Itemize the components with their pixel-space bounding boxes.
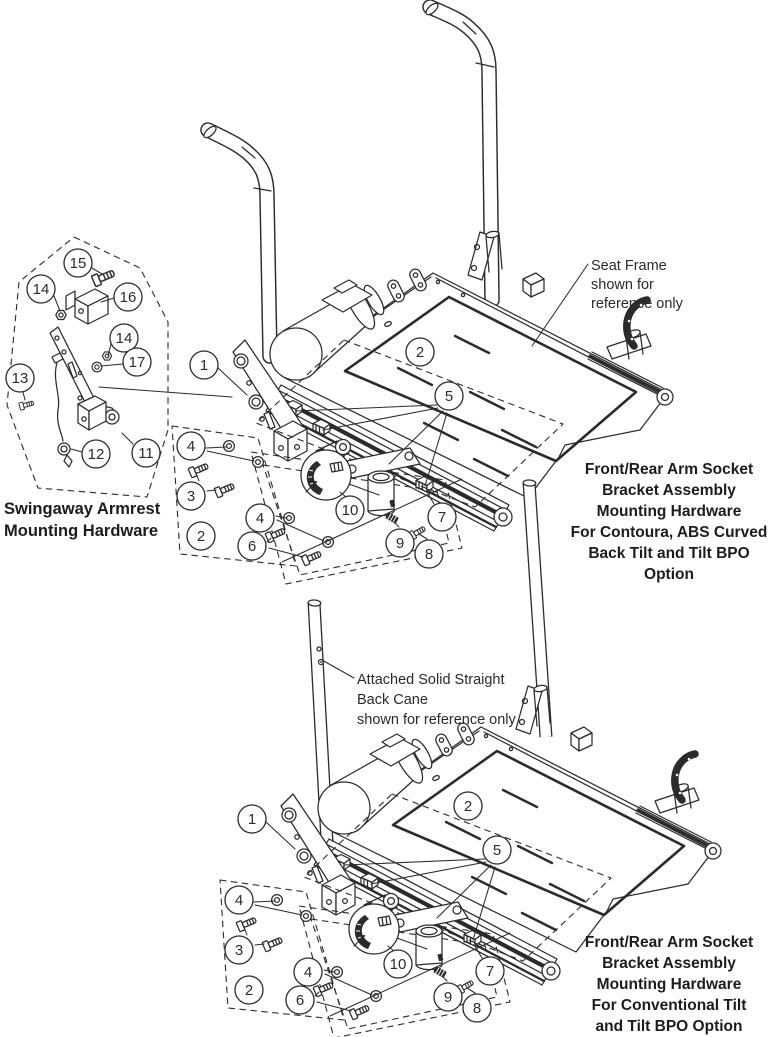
lower-caption-line: For Conventional Tilt bbox=[592, 997, 747, 1014]
callout-number: 4 bbox=[256, 510, 264, 527]
callout-7: 7 bbox=[427, 502, 457, 532]
back-cane-note: Attached Solid Straight Back Cane shown … bbox=[321, 659, 517, 728]
upper-caption-line: For Contoura, ABS Curved bbox=[571, 524, 768, 541]
callout-9: 9 bbox=[433, 982, 463, 1012]
callout-number: 8 bbox=[425, 546, 433, 563]
callout-number: 5 bbox=[445, 388, 453, 405]
swingaway-caption-line: Mounting Hardware bbox=[4, 522, 158, 540]
upper-caption-line: Front/Rear Arm Socket bbox=[585, 461, 753, 478]
lower-back-canes bbox=[307, 479, 553, 843]
callout-1: 1 bbox=[237, 804, 267, 834]
seat-frame-note-line: reference only bbox=[591, 296, 684, 312]
callout-number: 14 bbox=[33, 281, 50, 298]
callout-number: 2 bbox=[197, 528, 205, 545]
callout-4: 4 bbox=[245, 503, 275, 533]
callout-14: 14 bbox=[109, 323, 139, 353]
back-cane-note-line: shown for reference only bbox=[357, 712, 517, 728]
callout-16: 16 bbox=[113, 282, 143, 312]
back-cane-note-line: Back Cane bbox=[357, 692, 428, 708]
lower-caption-line: Front/Rear Arm Socket bbox=[585, 934, 753, 951]
upper-caption-line: Option bbox=[644, 566, 694, 583]
callout-number: 9 bbox=[396, 535, 404, 552]
callout-2: 2 bbox=[186, 521, 216, 551]
callout-number: 3 bbox=[235, 942, 243, 959]
upper-caption-line: Bracket Assembly bbox=[602, 482, 736, 499]
callout-number: 9 bbox=[444, 989, 452, 1006]
callout-2: 2 bbox=[405, 337, 435, 367]
callout-14: 14 bbox=[26, 274, 56, 304]
callout-6: 6 bbox=[285, 985, 315, 1015]
callout-5: 5 bbox=[434, 381, 464, 411]
swingaway-hardware-art bbox=[6, 236, 233, 498]
callout-number: 4 bbox=[235, 892, 243, 909]
upper-caption-line: Mounting Hardware bbox=[597, 503, 742, 520]
callout-4: 4 bbox=[224, 885, 254, 915]
callout-12: 12 bbox=[81, 439, 111, 469]
callout-4: 4 bbox=[293, 957, 323, 987]
callout-9: 9 bbox=[385, 528, 415, 558]
swingaway-caption-line: Swingaway Armrest bbox=[4, 500, 161, 518]
callout-number: 2 bbox=[416, 344, 424, 361]
upper-back-canes bbox=[200, 0, 500, 364]
callout-5: 5 bbox=[482, 835, 512, 865]
callout-3: 3 bbox=[224, 935, 254, 965]
lower-caption: Front/Rear Arm Socket Bracket Assembly M… bbox=[585, 934, 753, 1035]
callout-10: 10 bbox=[383, 949, 413, 979]
callout-3: 3 bbox=[176, 481, 206, 511]
callout-number: 17 bbox=[129, 354, 146, 371]
callout-number: 2 bbox=[464, 798, 472, 815]
lower-caption-line: Mounting Hardware bbox=[597, 976, 742, 993]
callout-number: 2 bbox=[245, 982, 253, 999]
callout-number: 10 bbox=[390, 956, 407, 973]
callout-number: 12 bbox=[88, 446, 105, 463]
callout-number: 15 bbox=[70, 255, 87, 272]
seat-frame-note-line: shown for bbox=[591, 277, 654, 293]
upper-caption-line: Back Tilt and Tilt BPO bbox=[588, 545, 749, 562]
callout-number: 1 bbox=[200, 357, 208, 374]
callout-1: 1 bbox=[189, 350, 219, 380]
callout-number: 6 bbox=[296, 992, 304, 1009]
callout-number: 11 bbox=[138, 445, 154, 462]
callout-4: 4 bbox=[176, 431, 206, 461]
seat-frame-note-line: Seat Frame bbox=[591, 258, 667, 274]
callout-number: 14 bbox=[116, 330, 133, 347]
callout-7: 7 bbox=[475, 956, 505, 986]
callout-2: 2 bbox=[234, 975, 264, 1005]
callout-17: 17 bbox=[122, 347, 152, 377]
callout-number: 1 bbox=[248, 811, 256, 828]
callout-8: 8 bbox=[414, 539, 444, 569]
callout-number: 13 bbox=[12, 370, 29, 387]
callout-number: 8 bbox=[473, 1000, 481, 1017]
callout-11: 11 bbox=[131, 438, 161, 468]
callout-8: 8 bbox=[462, 993, 492, 1023]
callout-number: 10 bbox=[342, 502, 359, 519]
callout-13: 13 bbox=[5, 363, 35, 393]
callout-number: 3 bbox=[187, 488, 195, 505]
callout-number: 7 bbox=[438, 509, 446, 526]
callout-6: 6 bbox=[237, 531, 267, 561]
callout-10: 10 bbox=[335, 495, 365, 525]
callout-2: 2 bbox=[453, 791, 483, 821]
callout-number: 7 bbox=[486, 963, 494, 980]
callout-number: 6 bbox=[248, 538, 256, 555]
seat-frame-note: Seat Frame shown for reference only bbox=[531, 258, 684, 347]
callout-number: 4 bbox=[304, 964, 312, 981]
upper-caption: Front/Rear Arm Socket Bracket Assembly M… bbox=[571, 461, 768, 583]
swingaway-caption: Swingaway Armrest Mounting Hardware bbox=[4, 500, 161, 540]
lower-caption-line: and Tilt BPO Option bbox=[596, 1018, 743, 1035]
callout-number: 5 bbox=[493, 842, 501, 859]
callout-15: 15 bbox=[63, 248, 93, 278]
lower-caption-line: Bracket Assembly bbox=[602, 955, 736, 972]
callout-number: 16 bbox=[120, 289, 137, 306]
callout-number: 4 bbox=[187, 438, 195, 455]
back-cane-note-line: Attached Solid Straight bbox=[357, 672, 505, 688]
